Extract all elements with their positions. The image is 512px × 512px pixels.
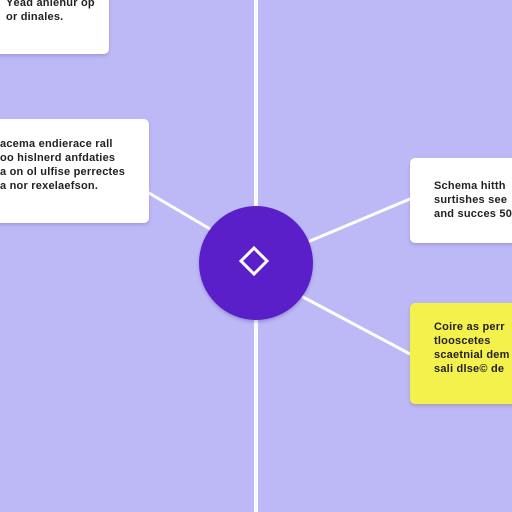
- connector-right: [308, 197, 412, 243]
- highlight-card: Coire as perr tlooscetes scaetnial dem s…: [410, 303, 512, 404]
- center-node: [199, 206, 313, 320]
- card-text-line: and succes 50: [434, 208, 512, 220]
- connector-left: [147, 191, 212, 231]
- connector-highlight: [301, 295, 412, 356]
- card-text-line: acema endierace rall: [0, 138, 113, 150]
- card-text-line: a nor rexelaefson.: [0, 180, 99, 192]
- card-text-line: Coire as perr: [434, 321, 505, 333]
- card-text-line: surtishes see: [434, 194, 508, 206]
- card-text-line: Ÿead aniehur op: [6, 0, 95, 9]
- card-text-line: Schema hitth: [434, 180, 506, 192]
- card-text-line: scaetnial dem: [434, 349, 510, 361]
- card-text-line: tlooscetes: [434, 335, 491, 347]
- card-top-left: Ÿead aniehur op or dinales.: [0, 0, 109, 54]
- card-text-line: or dinales.: [6, 11, 64, 23]
- card-left: acema endierace rall oo hislnerd anfdati…: [0, 119, 149, 223]
- card-text-line: a on ol ulfise perrectes: [0, 166, 126, 178]
- card-text-line: oo hislnerd anfdaties: [0, 152, 116, 164]
- card-text-line: sali dlse© de: [434, 363, 505, 375]
- card-right: Schema hitth surtishes see and succes 50: [410, 158, 512, 243]
- diamond-icon: [238, 245, 270, 277]
